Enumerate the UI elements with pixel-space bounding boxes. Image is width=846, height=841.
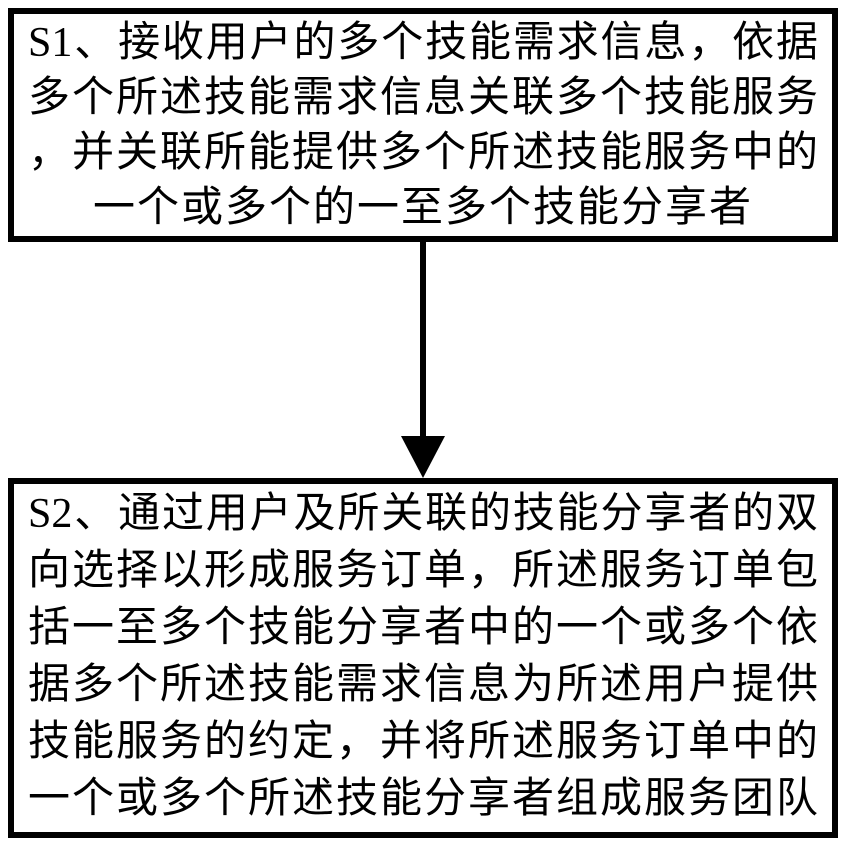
step-box-s2: S2、通过用户及所关联的技能分享者的双 向选择以形成服务订单，所述服务订单包 括… (8, 478, 838, 838)
step-box-s1: S1、接收用户的多个技能需求信息，依据 多个所述技能需求信息关联多个技能服务 ，… (8, 8, 838, 242)
step-s1-line-4: 一个或多个的一至多个技能分享者 (92, 185, 753, 231)
step-s2-line-3: 括一至多个技能分享者中的一个或多个依 (28, 605, 818, 651)
step-s1-line-3: ，并关联所能提供多个所述技能服务中的 (28, 130, 818, 176)
step-s2-text: S2、通过用户及所关联的技能分享者的双 向选择以形成服务订单，所述服务订单包 括… (14, 484, 832, 828)
step-s2-line-5: 技能服务的约定，并将所述服务订单中的 (28, 719, 818, 765)
step-s2-line-1: S2、通过用户及所关联的技能分享者的双 (28, 491, 818, 537)
step-s2-line-4: 据多个所述技能需求信息为所述用户提供 (28, 662, 818, 708)
step-s1-text: S1、接收用户的多个技能需求信息，依据 多个所述技能需求信息关联多个技能服务 ，… (14, 14, 832, 236)
step-s1-line-2: 多个所述技能需求信息关联多个技能服务 (28, 75, 818, 121)
arrow-shaft (420, 242, 426, 438)
step-s1-line-1: S1、接收用户的多个技能需求信息，依据 (28, 20, 818, 66)
step-s2-line-6: 一个或多个所述技能分享者组成服务团队 (28, 776, 818, 822)
arrow-down-icon (401, 436, 445, 478)
step-s2-line-2: 向选择以形成服务订单，所述服务订单包 (28, 548, 818, 594)
connector-s1-to-s2 (0, 242, 846, 478)
